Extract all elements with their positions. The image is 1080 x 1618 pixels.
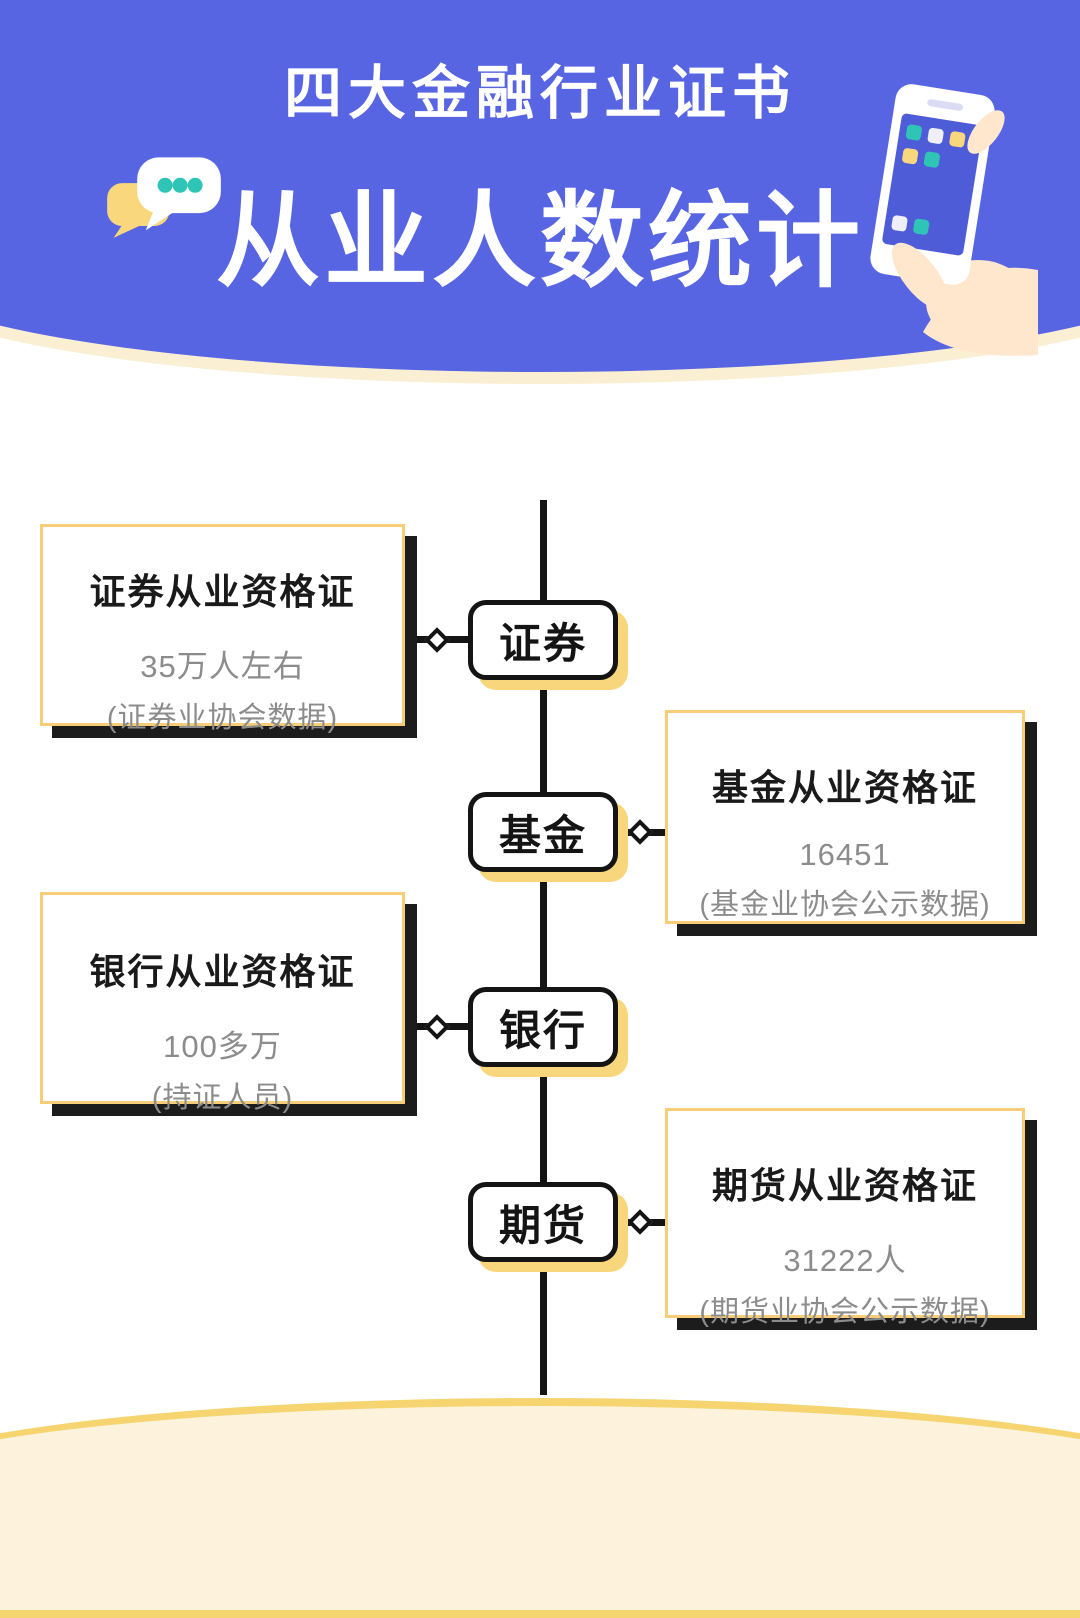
card-funds: 基金从业资格证 16451 (基金业协会公示数据) [665,710,1025,924]
node-label: 期货 [498,1201,587,1249]
card-title: 银行从业资格证 [89,951,356,992]
node-label: 基金 [498,811,587,859]
header-subtitle: 四大金融行业证书 [283,61,796,126]
card-note: (基金业协会公示数据) [699,889,991,921]
card-note: (证券业协会数据) [106,702,339,734]
card-title: 期货从业资格证 [711,1165,978,1206]
connector-diamond-icon [424,1014,450,1040]
card-value: 16451 [799,837,891,872]
hand-holding-phone-icon [870,84,1038,356]
timeline-line [540,500,547,1395]
timeline-node-securities: 证券 [468,600,618,680]
card-futures: 期货从业资格证 31222人 (期货业协会公示数据) [665,1108,1025,1328]
page-title: 从业人数统计 [215,184,864,300]
node-label: 证券 [498,619,587,667]
timeline-node-banking: 银行 [468,987,618,1067]
chat-bubbles-icon [107,157,221,238]
card-value: 31222人 [783,1243,907,1278]
card-banking: 银行从业资格证 100多万 (持证人员) [40,892,405,1114]
card-title: 基金从业资格证 [711,767,978,808]
card-value: 100多万 [163,1029,282,1064]
card-value: 35万人左右 [140,649,305,684]
footer-wave [0,1398,1080,1618]
card-securities: 证券从业资格证 35万人左右 (证券业协会数据) [40,524,405,734]
connector-diamond-icon [627,1209,653,1235]
card-note: (持证人员) [151,1082,294,1114]
connector-diamond-icon [627,819,653,845]
connector-diamond-icon [424,627,450,653]
node-label: 银行 [498,1006,587,1054]
card-title: 证券从业资格证 [89,571,356,612]
timeline-node-funds: 基金 [468,792,618,872]
timeline-node-futures: 期货 [468,1182,618,1262]
card-note: (期货业协会公示数据) [699,1296,991,1328]
